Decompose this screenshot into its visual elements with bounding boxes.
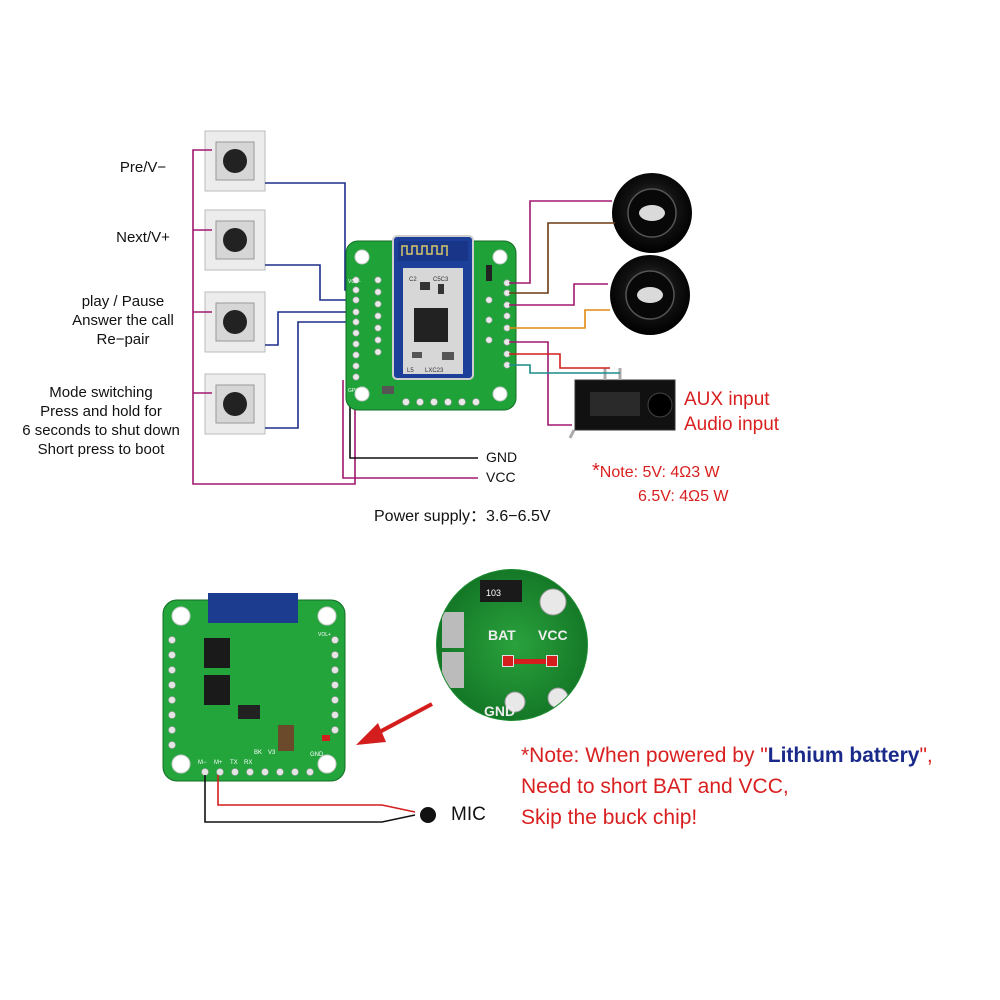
speaker-note-star: * xyxy=(592,460,600,482)
mic-label: MIC xyxy=(451,804,486,825)
back-label-vol-plus: VOL+ xyxy=(318,632,331,638)
aux-line-1: AUX input xyxy=(684,389,770,410)
lithium-note-line-3: Skip the buck chip! xyxy=(521,806,698,829)
speaker-1 xyxy=(612,173,692,253)
label-line: play / Pause xyxy=(81,293,165,310)
button-next-vplus xyxy=(204,209,266,271)
label-line: Re−pair xyxy=(96,331,150,348)
chip-label-l5: L5 xyxy=(407,368,414,374)
label-pre-vminus: Pre/V− xyxy=(98,158,188,177)
label-line: Press and hold for xyxy=(40,403,162,420)
lithium-note-suffix: ", xyxy=(919,744,933,767)
chip-label-lxc23: LXC23 xyxy=(425,368,444,374)
speaker-note-line-1: Note: 5V: 4Ω3 W xyxy=(599,464,720,481)
aux-jack xyxy=(568,368,676,439)
label-line: Next/V+ xyxy=(116,229,170,246)
back-label-v3: V3 xyxy=(268,750,276,756)
pin-label-gpio: GPIO xyxy=(348,388,361,394)
pin-label-vol-minus: VOL− xyxy=(348,279,361,285)
label-line: Short press to boot xyxy=(37,441,165,458)
back-board: M− M+ TX RX BK V3 GND VOL+ xyxy=(162,593,346,782)
button-mode xyxy=(204,373,266,435)
speaker-note: *Note: 5V: 4Ω3 W 6.5V: 4Ω5 W xyxy=(592,459,729,509)
label-line: Pre/V− xyxy=(119,159,167,176)
lithium-note-prefix: *Note: When powered by " xyxy=(521,744,768,767)
power-supply-label: Power supply：3.6−6.5V xyxy=(374,508,551,525)
zoom-label-bat: BAT xyxy=(488,627,516,643)
button-play-pause xyxy=(204,291,266,353)
zoom-label-vcc: VCC xyxy=(538,627,568,643)
speaker-2 xyxy=(610,255,690,335)
chip-label-c5c3: C5C3 xyxy=(433,277,449,283)
speaker-wires xyxy=(509,200,615,329)
button-pre-vminus xyxy=(204,130,266,192)
aux-line-2: Audio input xyxy=(684,414,780,435)
back-label-rx: RX xyxy=(244,760,252,766)
gnd-label: GND xyxy=(486,449,518,465)
back-label-mic-plus: M+ xyxy=(214,760,223,766)
mic-wires xyxy=(204,775,416,823)
back-label-tx: TX xyxy=(230,760,238,766)
lithium-note-line-2: Need to short BAT and VCC, xyxy=(521,775,789,798)
speaker-note-line-2: 6.5V: 4Ω5 W xyxy=(638,488,729,505)
label-play-pause: play / Pause Answer the call Re−pair xyxy=(53,292,193,349)
label-line: Mode switching xyxy=(49,384,153,401)
label-next-vplus: Next/V+ xyxy=(98,228,188,247)
zoom-bat-vcc: 103 BAT VCC GND xyxy=(436,569,588,721)
back-label-bk: BK xyxy=(254,750,262,756)
lithium-note: *Note: When powered by "Lithium battery"… xyxy=(521,740,933,833)
vcc-label: VCC xyxy=(486,469,516,485)
zoom-label-103: 103 xyxy=(486,588,501,598)
aux-wires xyxy=(509,341,620,426)
aux-label: AUX input Audio input xyxy=(684,387,779,437)
arrow-to-board xyxy=(356,702,433,745)
chip-label-c2: C2 xyxy=(409,277,417,283)
back-label-mic-minus: M− xyxy=(198,760,207,766)
zoom-label-gnd: GND xyxy=(484,703,515,719)
label-mode: Mode switching Press and hold for 6 seco… xyxy=(12,383,190,459)
back-label-gnd: GND xyxy=(310,752,324,758)
bluetooth-board: C2 C5C3 LXC23 L5 VO xyxy=(345,235,517,411)
label-line: 6 seconds to shut down xyxy=(22,422,180,439)
label-line: Answer the call xyxy=(72,312,174,329)
lithium-note-highlight: Lithium battery xyxy=(767,744,920,767)
mic-element xyxy=(420,807,436,823)
